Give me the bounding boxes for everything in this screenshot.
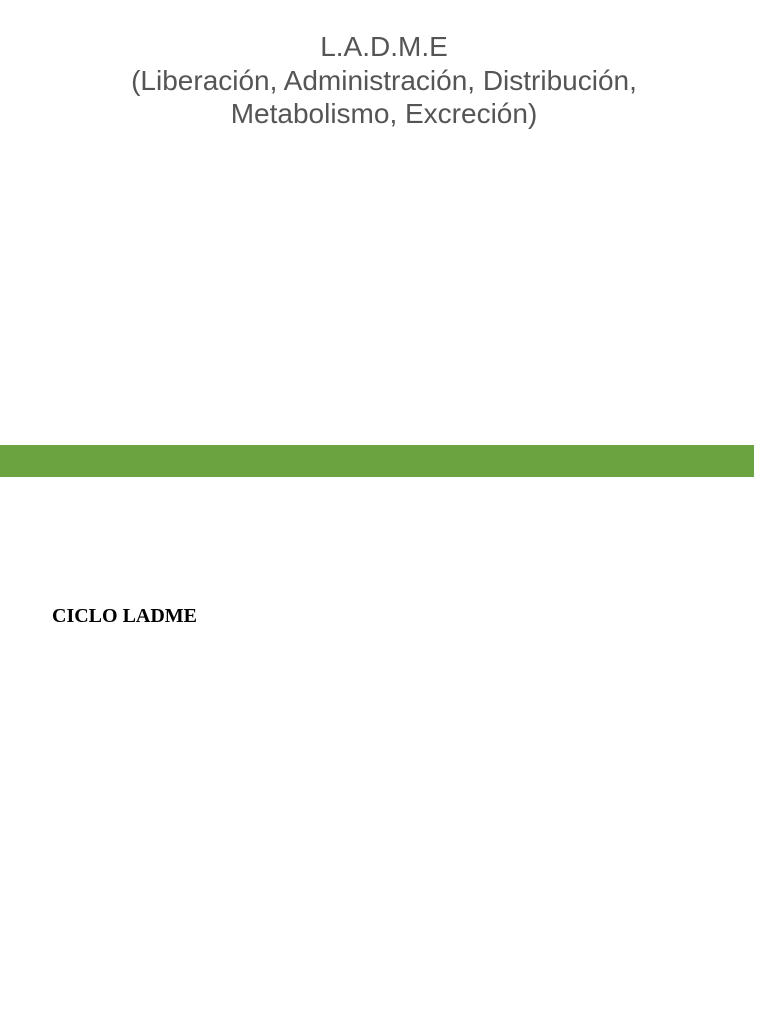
slide-title: L.A.D.M.E (Liberación, Administración, D… (0, 0, 768, 131)
slide2-heading: CICLO LADME (52, 605, 198, 627)
title-line-2: (Liberación, Administración, Distribució… (131, 64, 637, 96)
title-line-1: L.A.D.M.E (320, 31, 448, 62)
title-line-3: Metabolismo, Excreción) (230, 98, 538, 130)
green-divider (0, 445, 754, 477)
